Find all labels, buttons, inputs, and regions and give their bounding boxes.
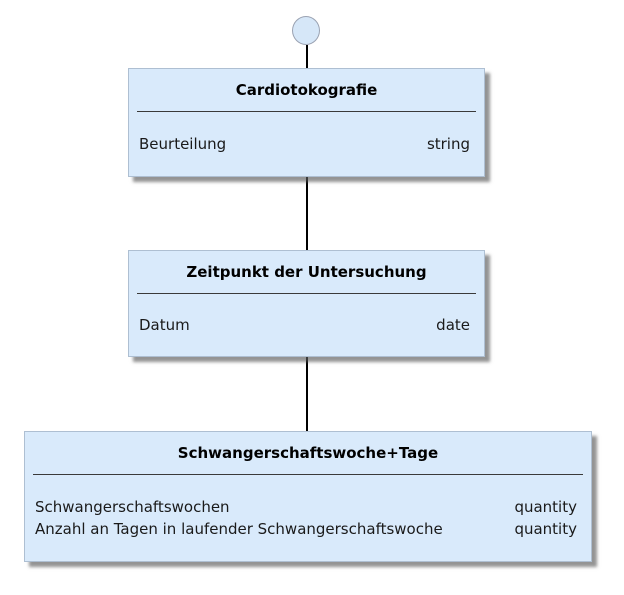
attribute-type: quantity <box>514 498 577 516</box>
node-title: Schwangerschaftswoche+Tage <box>177 444 439 462</box>
attribute-name: Schwangerschaftswochen <box>35 498 230 516</box>
node-divider <box>137 293 476 294</box>
class-node-zeitpunkt-der-untersuchung: Zeitpunkt der Untersuchung Datum date <box>128 250 485 357</box>
attribute-name: Datum <box>139 316 190 334</box>
root-circle-icon <box>292 16 320 45</box>
attribute-row: Schwangerschaftswochen quantity <box>35 496 577 518</box>
attribute-row: Anzahl an Tagen in laufender Schwangersc… <box>35 518 577 540</box>
class-node-cardiotokografie: Cardiotokografie Beurteilung string <box>128 68 485 177</box>
connector-line <box>306 45 308 432</box>
node-divider <box>137 111 476 112</box>
attribute-row: Datum date <box>139 314 470 336</box>
class-node-schwangerschaftswoche-tage: Schwangerschaftswoche+Tage Schwangerscha… <box>24 431 592 562</box>
attribute-type: date <box>436 316 470 334</box>
node-divider <box>33 474 583 475</box>
node-attributes: Schwangerschaftswochen quantity Anzahl a… <box>25 475 591 561</box>
attribute-type: quantity <box>514 520 577 538</box>
node-attributes: Datum date <box>129 294 484 356</box>
attribute-name: Beurteilung <box>139 135 227 153</box>
attribute-type: string <box>426 135 470 153</box>
attribute-row: Beurteilung string <box>139 133 470 155</box>
node-title: Zeitpunkt der Untersuchung <box>186 263 427 281</box>
attribute-name: Anzahl an Tagen in laufender Schwangersc… <box>35 520 443 538</box>
node-attributes: Beurteilung string <box>129 112 484 176</box>
node-title: Cardiotokografie <box>235 81 378 99</box>
